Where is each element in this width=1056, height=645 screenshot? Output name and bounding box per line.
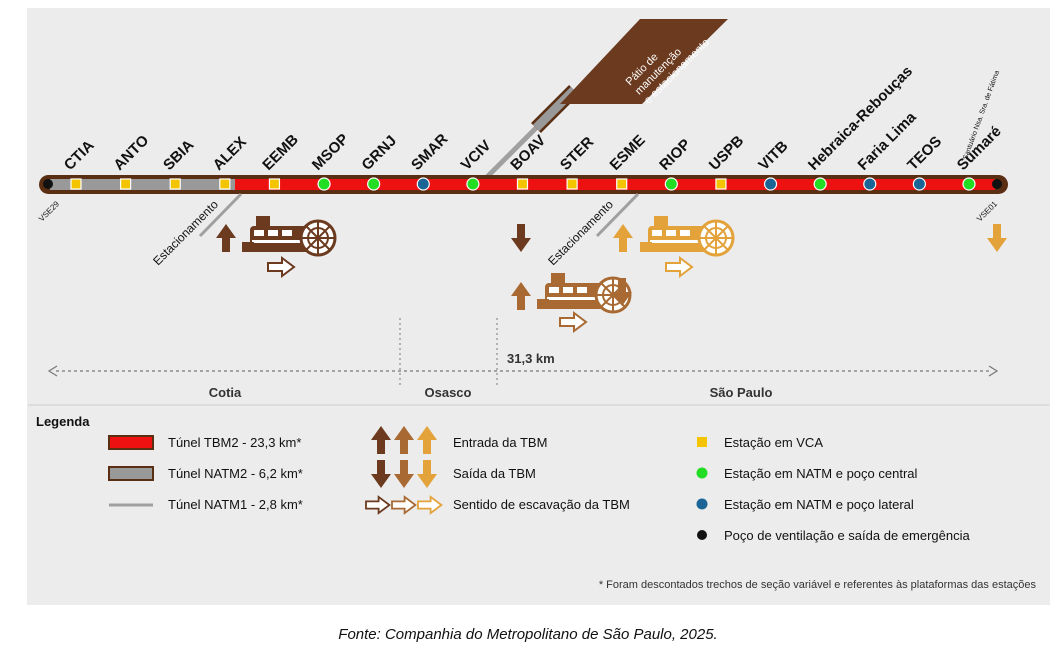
legend-exit-arrow-icon (394, 460, 414, 488)
station-label-grnj: GRNJ (358, 132, 399, 173)
legend-natm-central-swatch (696, 467, 708, 479)
distance-left-arrow-icon (47, 365, 58, 377)
footnote: * Foram descontados trechos de seção var… (599, 579, 1037, 591)
legend-vca-label: Estação em VCA (724, 435, 823, 450)
legend-direction-arrow-icon (365, 495, 391, 514)
legend-vca-swatch (697, 437, 707, 447)
station-label-esme: ESME (607, 132, 649, 174)
well-vse29-label: VSE29 (37, 199, 61, 223)
legend-entry-label: Entrada da TBM (453, 435, 547, 450)
station-marker-eemb (268, 178, 281, 190)
station-label-vitb: VITB (755, 138, 791, 174)
station-label-eemb: EEMB (259, 131, 302, 174)
legend-natm2-swatch (108, 466, 154, 481)
distance-right-arrow-icon (988, 365, 999, 377)
station-label-msop: MSOP (309, 131, 352, 174)
station-marker-vitb (763, 177, 778, 191)
legend-exit-label: Saída da TBM (453, 466, 536, 481)
station-marker-vciv (466, 177, 480, 191)
natm2-segment (50, 179, 235, 190)
tbm-machine-icon (638, 214, 735, 257)
legend-direction-arrow-icon (391, 495, 417, 514)
station-marker-smar (416, 177, 430, 191)
station-label-uspb: USPB (706, 132, 748, 174)
parking-spur-alex (198, 192, 243, 238)
legend-well-swatch (697, 530, 707, 540)
legend-exit-arrow-icon (417, 460, 437, 488)
region-osasco: Osasco (425, 385, 472, 400)
legend-entry-arrow-icon (417, 426, 437, 454)
station-marker-teos (912, 177, 926, 191)
legend-direction-label: Sentido de escavação da TBM (453, 497, 630, 512)
station-marker-ctia (70, 178, 82, 190)
station-label-vciv: VCIV (458, 137, 495, 174)
station-label-smar: SMAR (408, 130, 451, 173)
station-label-anto: ANTO (110, 132, 152, 174)
station-label-ster: STER (557, 133, 597, 173)
station-marker-ster (566, 178, 578, 190)
tbm-entry-arrow-icon (511, 282, 531, 310)
legend-well-label: Poço de ventilação e saída de emergência (724, 528, 970, 543)
station-marker-faria-lima (863, 177, 877, 191)
well-vse29-marker (43, 179, 53, 189)
parking-label-esme: Estacionamento (545, 197, 616, 268)
station-label-alex: ALEX (210, 134, 250, 174)
well-vse01-label: VSE01 (975, 199, 999, 223)
legend-tbm2-swatch (108, 435, 154, 450)
station-marker-grnj (367, 177, 381, 191)
tbm2-segment (235, 179, 995, 190)
legend-entry-arrow-icon (371, 426, 391, 454)
legend-entry-arrow-icon (394, 426, 414, 454)
station-marker-boav (516, 178, 529, 190)
legend-natm-lateral-label: Estação em NATM e poço lateral (724, 497, 914, 512)
station-label-riop: RIOP (656, 136, 694, 174)
station-label-sbia: SBIA (160, 136, 197, 173)
legend-natm-central-label: Estação em NATM e poço central (724, 466, 918, 481)
legend-natm2-label: Túnel NATM2 - 6,2 km* (168, 466, 303, 481)
distance-label: 31,3 km (507, 351, 555, 366)
legend-tbm2-label: Túnel TBM2 - 23,3 km* (168, 435, 301, 450)
legend-exit-arrow-icon (371, 460, 391, 488)
tbm-entry-arrow-icon (613, 224, 633, 252)
station-marker-hebraica-reboucas (813, 177, 827, 191)
region-cotia: Cotia (209, 385, 242, 400)
station-marker-riop (664, 177, 678, 191)
station-label-teos: TEOS (904, 133, 945, 174)
legend-natm1-label: Túnel NATM1 - 2,8 km* (168, 497, 303, 512)
region-sao-paulo: São Paulo (710, 385, 773, 400)
legend-direction-arrow-icon (417, 495, 443, 514)
tbm-machine-icon (240, 214, 337, 257)
figure-source: Fonte: Companhia do Metropolitano de São… (338, 626, 718, 643)
station-marker-msop (317, 177, 331, 191)
station-marker-esme (616, 178, 628, 190)
parking-spur-esme (595, 192, 640, 238)
legend-natm-lateral-swatch (696, 498, 708, 510)
depot-box (560, 19, 728, 104)
tbm-direction-arrow-icon (267, 257, 295, 277)
legend-title: Legenda (36, 414, 90, 429)
station-marker-sumare (962, 177, 976, 191)
station-marker-uspb (715, 178, 727, 190)
tbm-direction-arrow-icon (559, 312, 587, 332)
station-marker-sbia (169, 178, 181, 190)
tbm-direction-arrow-icon (665, 257, 693, 277)
parking-label-alex: Estacionamento (150, 197, 221, 268)
tbm-exit-arrow-icon (987, 224, 1007, 252)
tbm-entry-arrow-icon (216, 224, 236, 252)
station-marker-anto (120, 178, 132, 190)
station-label-ctia: CTIA (61, 137, 98, 174)
station-marker-alex (219, 178, 231, 190)
well-vse01-marker (992, 179, 1002, 189)
tbm-exit-arrow-icon (511, 224, 531, 252)
